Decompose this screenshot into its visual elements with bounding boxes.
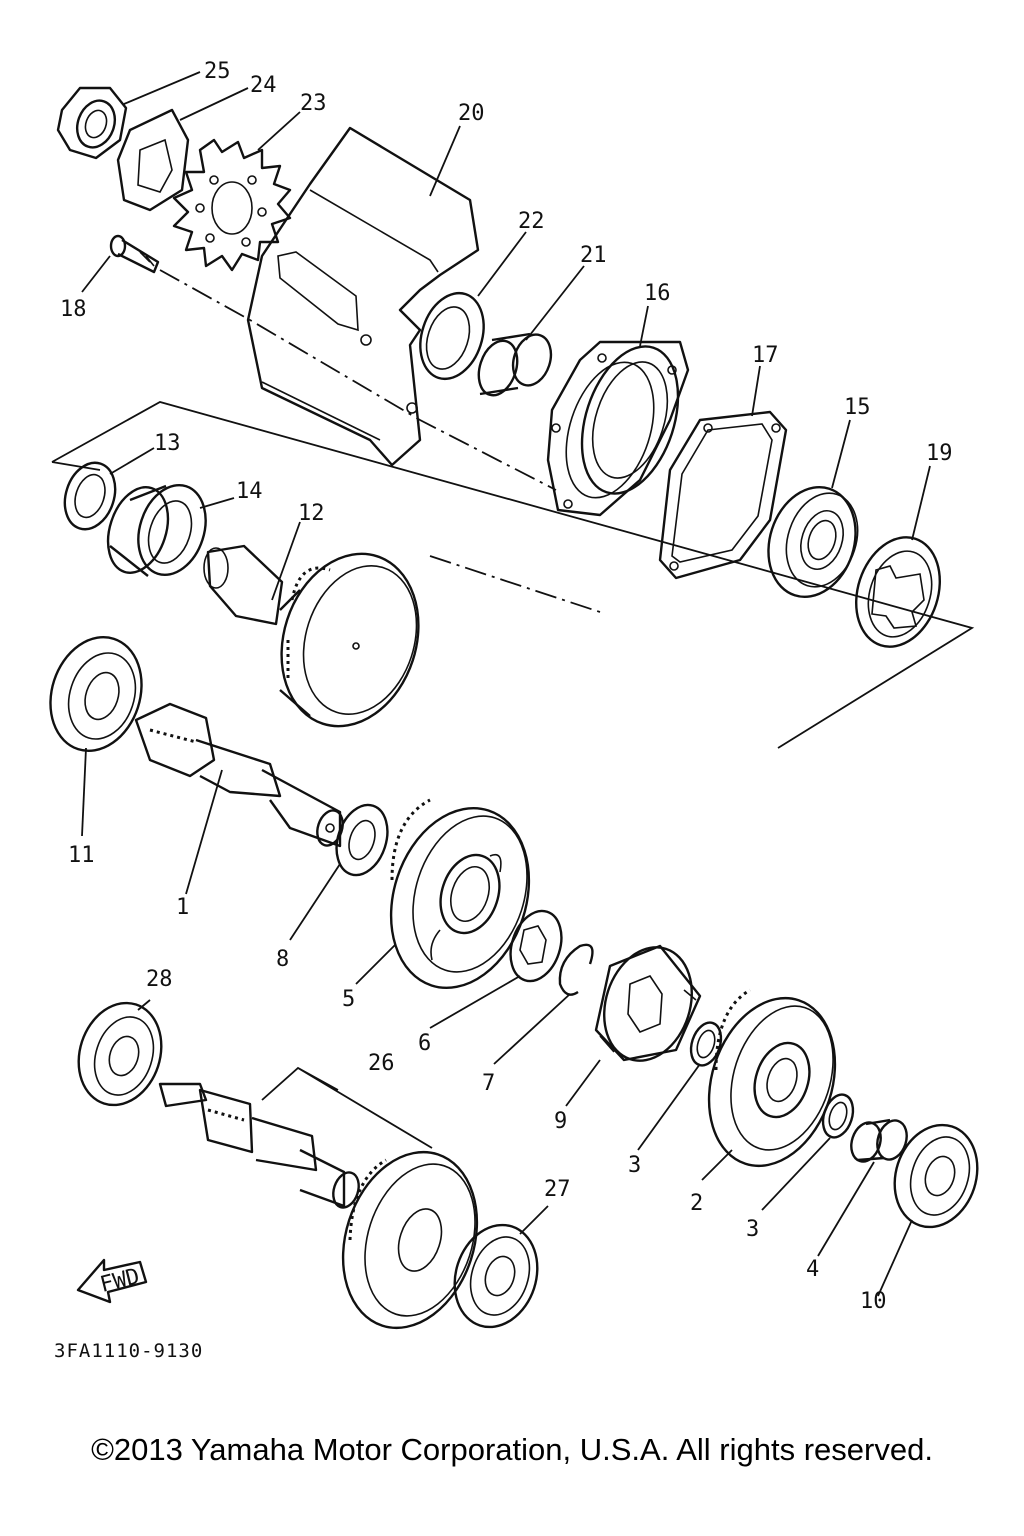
callout-15: 15	[844, 395, 871, 420]
part-needle-bearing	[106, 483, 207, 577]
part-washer-8	[335, 803, 389, 877]
part-sprocket-cover	[246, 126, 480, 467]
part-main-shaft	[134, 702, 344, 848]
part-drive-sprocket	[172, 138, 292, 272]
part-lock-washer	[116, 108, 190, 212]
group-bracket	[51, 401, 975, 749]
fwd-arrow: FWD	[76, 1258, 148, 1304]
axis-line-middle	[429, 555, 601, 613]
diagram-reference-code: 3FA1110-9130	[54, 1340, 204, 1362]
callout-25: 25	[204, 59, 231, 84]
copyright-notice: ©2013 Yamaha Motor Corporation, U.S.A. A…	[91, 1432, 933, 1467]
callout-17: 17	[752, 343, 779, 368]
part-oil-seal	[419, 291, 485, 381]
callout-27: 27	[544, 1177, 571, 1202]
part-thrust-washer	[63, 461, 117, 531]
callout-9: 9	[554, 1109, 567, 1134]
callout-26: 26	[368, 1051, 395, 1076]
part-gear-5	[389, 798, 531, 990]
callout-3b: 3	[746, 1217, 759, 1242]
callout-10: 10	[860, 1289, 887, 1314]
callout-1: 1	[176, 895, 189, 920]
callout-5: 5	[342, 987, 355, 1012]
part-dog-clutch	[594, 944, 702, 1062]
part-retainer-plate	[855, 536, 941, 648]
part-splined-washer	[509, 909, 563, 983]
callout-24: 24	[250, 73, 277, 98]
callout-19: 19	[926, 441, 953, 466]
part-bolt	[109, 234, 160, 274]
part-gasket	[658, 410, 788, 580]
part-bearing-10	[893, 1123, 979, 1229]
part-washer-3a	[689, 1021, 723, 1067]
part-nut	[56, 86, 128, 160]
callout-3a: 3	[628, 1153, 641, 1178]
axis-line-upper	[159, 269, 557, 491]
callout-labels: 25 24 23 20 22 21 16 17 15 19 18 13 14 1…	[60, 59, 953, 1314]
callout-4: 4	[806, 1257, 819, 1282]
part-bearing-28	[77, 1001, 163, 1107]
callout-28: 28	[146, 967, 173, 992]
part-gear-2	[707, 988, 837, 1168]
callout-23: 23	[300, 91, 327, 116]
callout-6: 6	[418, 1031, 431, 1056]
part-gear-shaft-12	[203, 544, 420, 728]
part-bearing-housing	[546, 340, 690, 517]
callout-21: 21	[580, 243, 607, 268]
callout-13: 13	[154, 431, 181, 456]
part-collar-4	[850, 1118, 908, 1163]
part-drive-axle	[158, 1082, 479, 1330]
callout-8: 8	[276, 947, 289, 972]
callout-12: 12	[298, 501, 325, 526]
part-bearing-11	[49, 635, 143, 753]
leader-lines	[81, 71, 931, 1297]
part-collar	[477, 332, 553, 397]
callout-16: 16	[644, 281, 671, 306]
callout-22: 22	[518, 209, 545, 234]
part-circlip-7	[558, 943, 594, 996]
part-washer-3b	[821, 1093, 855, 1139]
callout-2: 2	[690, 1191, 703, 1216]
part-bearing-15	[767, 485, 859, 599]
callout-14: 14	[236, 479, 263, 504]
callout-20: 20	[458, 101, 485, 126]
callout-11: 11	[68, 843, 95, 868]
callout-18: 18	[60, 297, 87, 322]
part-bearing-27	[453, 1223, 539, 1329]
callout-7: 7	[482, 1071, 495, 1096]
